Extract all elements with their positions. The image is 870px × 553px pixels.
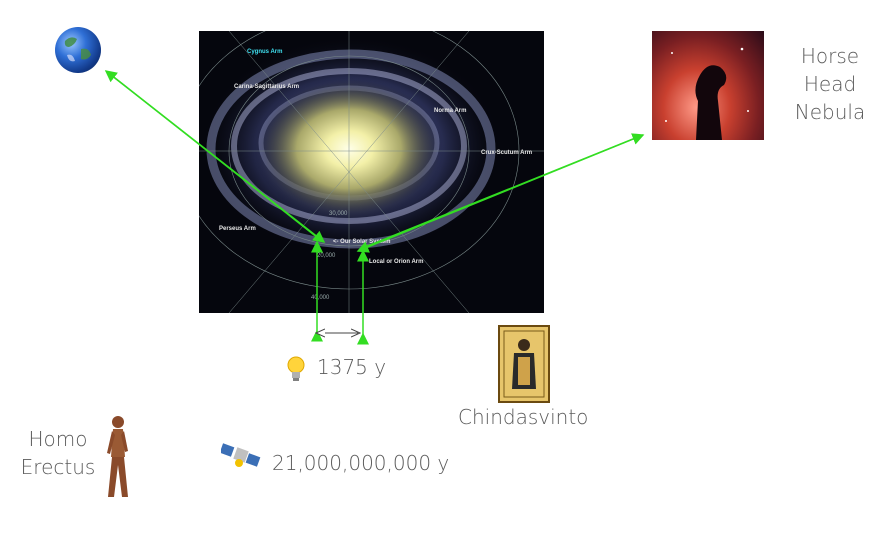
satellite-years-label: 21,000,000,000 y xyxy=(272,451,450,475)
chindasvinto-portrait xyxy=(498,325,550,403)
carina-arm-label: Carina-Sagittarius Arm xyxy=(234,84,300,90)
perseus-arm-label: Perseus Arm xyxy=(219,226,256,232)
nebula-label-line2: Head xyxy=(803,72,857,96)
arrow-from-earth xyxy=(105,70,326,243)
nebula-label-line1: Horse xyxy=(800,44,860,68)
homo-erectus-label: Homo Erectus xyxy=(18,425,98,481)
bulb-icon xyxy=(285,355,307,383)
local-arm-label: Local or Orion Arm xyxy=(369,259,424,265)
norma-arm-label: Norma Arm xyxy=(434,108,467,114)
nebula-label-line3: Nebula xyxy=(794,100,866,124)
light-years-label: 1375 y xyxy=(317,355,387,379)
cygnus-arm-label: Cygnus Arm xyxy=(247,49,283,55)
horsehead-nebula-label: Horse Head Nebula xyxy=(790,42,870,126)
homo-label-line1: Homo xyxy=(28,427,88,451)
milky-way-drawing xyxy=(199,31,544,313)
milky-way-image: Cygnus Arm Carina-Sagittarius Arm Norma … xyxy=(199,31,544,313)
homo-erectus-figure xyxy=(104,413,132,499)
earth-icon xyxy=(55,27,101,73)
distance-20000-label: 20,000 xyxy=(317,253,336,259)
crux-arm-label: Crux-Scutum Arm xyxy=(481,150,533,156)
distance-30000-label: 30,000 xyxy=(329,211,348,217)
chindasvinto-label: Chindasvinto xyxy=(458,405,589,429)
arrow-from-nebula xyxy=(356,134,644,253)
satellite-icon xyxy=(219,441,261,471)
homo-label-line2: Erectus xyxy=(20,455,96,479)
horsehead-nebula-image xyxy=(652,31,764,140)
